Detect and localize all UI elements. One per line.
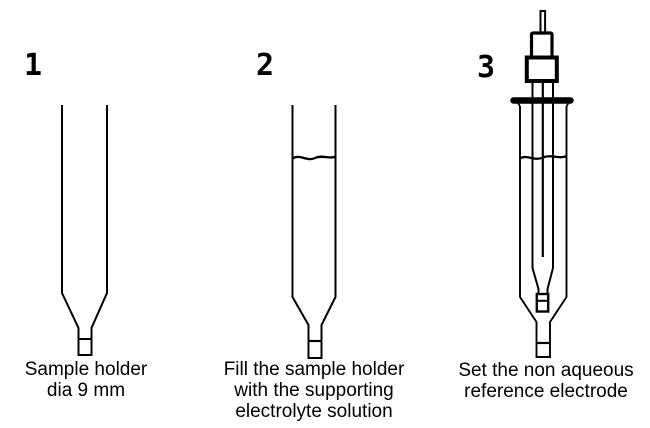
electrode-tip <box>535 292 550 313</box>
caption-line: Sample holder <box>24 359 148 380</box>
caption-line: with the supporting <box>234 380 394 401</box>
step-1-number: 1 <box>24 48 43 83</box>
caption-line: electrolyte solution <box>235 401 393 422</box>
step-1-caption: Sample holder dia 9 mm <box>10 359 162 401</box>
step-3-number: 3 <box>477 50 496 85</box>
step-2-caption: Fill the sample holder with the supporti… <box>222 359 406 422</box>
caption-line: dia 9 mm <box>46 380 126 401</box>
filled-sample-holder-icon <box>291 105 337 359</box>
sample-holder-icon <box>61 105 108 356</box>
caption-line: reference electrode <box>464 381 628 402</box>
reference-electrode-assembly-icon <box>510 10 574 358</box>
electrode-cap-top <box>529 31 554 61</box>
liquid-level-line <box>291 155 337 161</box>
caption-line: Fill the sample holder <box>223 359 405 380</box>
electrode-cap-body <box>524 55 559 83</box>
electrode-pin <box>539 10 547 35</box>
step-2-number: 2 <box>256 48 275 83</box>
caption-line: Set the non aqueous <box>458 360 634 381</box>
step-3-caption: Set the non aqueous reference electrode <box>448 360 644 402</box>
liquid-level-line <box>519 154 568 160</box>
